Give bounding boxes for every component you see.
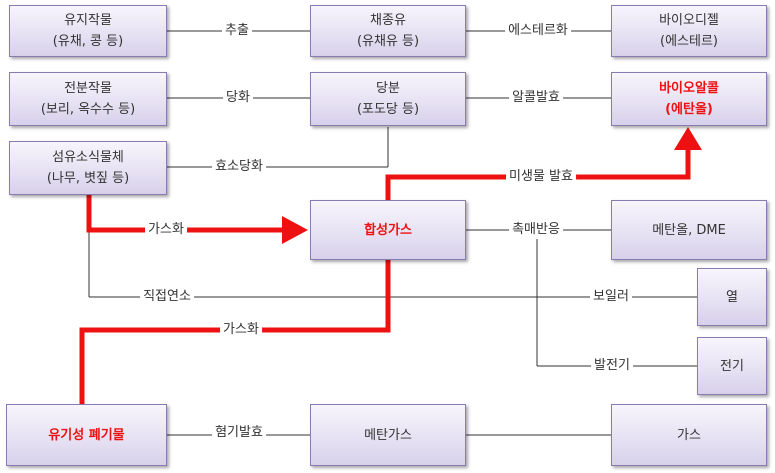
node-label: 합성가스: [364, 222, 412, 238]
node-sublabel: (나무, 볏짚 등): [46, 171, 130, 186]
node-sublabel: (유채유 등): [356, 34, 420, 49]
node-starch-crops: 전분작물 (보리, 옥수수 등): [9, 72, 167, 126]
node-label: 당분: [376, 81, 400, 96]
label-enzymatic-saccharification: 효소당화: [212, 158, 266, 176]
node-biodiesel: 바이오디젤 (에스테르): [611, 5, 767, 57]
node-rapeseed-oil: 채종유 (유채유 등): [310, 5, 466, 57]
label-anaerobic-digestion: 혐기발효: [212, 424, 266, 442]
label-catalytic-reaction: 촉매반응: [509, 221, 563, 239]
node-label: 섬유소식물체: [52, 150, 124, 165]
label-extraction: 추출: [222, 22, 252, 40]
node-syngas: 합성가스: [310, 200, 466, 260]
node-sublabel: (포도당 등): [356, 102, 420, 117]
node-label: 메탄올, DME: [652, 222, 726, 238]
node-label: 유기성 폐기물: [48, 427, 125, 443]
node-gas: 가스: [611, 404, 767, 466]
node-label: 바이오알콜: [659, 81, 719, 96]
node-label: 전분작물: [64, 81, 112, 96]
node-label: 채종유: [370, 13, 406, 28]
label-alcohol-fermentation: 알콜발효: [509, 89, 563, 107]
label-esterification: 에스테르화: [505, 22, 571, 40]
label-gasification-cellulose: 가스화: [145, 221, 187, 239]
label-boiler: 보일러: [590, 288, 632, 306]
node-electricity: 전기: [697, 337, 767, 395]
node-organic-waste: 유기성 폐기물: [6, 404, 167, 466]
label-gasification-waste: 가스화: [220, 321, 262, 339]
node-label: 메탄가스: [364, 427, 412, 443]
label-microbial-fermentation: 미생물 발효: [506, 168, 576, 186]
label-direct-combustion: 직접연소: [140, 288, 194, 306]
node-bioalcohol: 바이오알콜 (에탄올): [611, 72, 767, 126]
node-sublabel: (에탄올): [665, 102, 713, 117]
node-cellulose: 섬유소식물체 (나무, 볏짚 등): [9, 141, 167, 195]
node-label: 전기: [720, 358, 744, 374]
node-sublabel: (에스테르): [660, 34, 718, 49]
node-methane-gas: 메탄가스: [310, 404, 466, 466]
node-oil-crops: 유지작물 (유채, 콩 등): [9, 5, 167, 57]
node-label: 바이오디젤: [659, 13, 719, 28]
label-saccharification: 당화: [223, 89, 253, 107]
label-power-generation: 발전기: [591, 357, 633, 375]
node-label: 열: [726, 289, 738, 305]
node-heat: 열: [697, 268, 767, 326]
node-sublabel: (유채, 콩 등): [52, 34, 124, 49]
node-sugar: 당분 (포도당 등): [310, 72, 466, 126]
node-label: 유지작물: [64, 13, 112, 28]
node-label: 가스: [677, 427, 701, 443]
node-sublabel: (보리, 옥수수 등): [40, 102, 136, 117]
node-methanol-dme: 메탄올, DME: [611, 200, 767, 260]
